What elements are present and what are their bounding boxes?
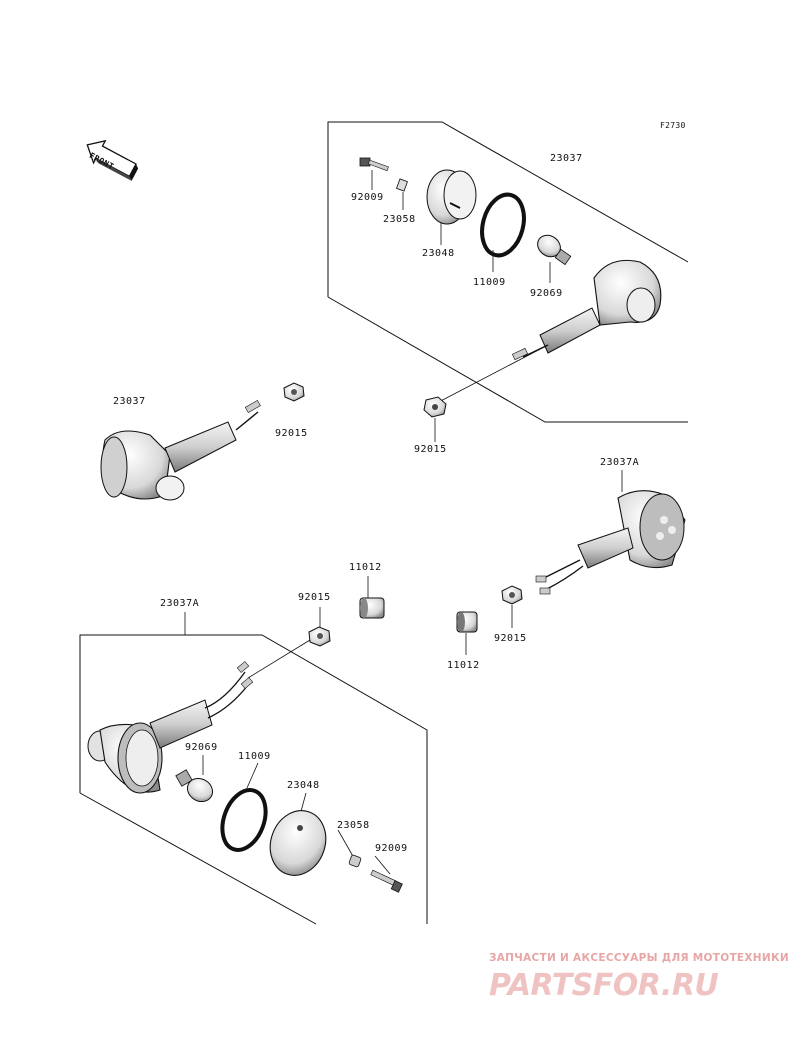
watermark-tagline: ЗАПЧАСТИ И АКСЕССУАРЫ ДЛЯ МОТОТЕХНИКИ (489, 952, 789, 964)
label-92015-mid: 92015 (414, 444, 447, 455)
label-92015-center: 92015 (298, 592, 331, 603)
center-spacer-11012 (359, 597, 385, 619)
bottom-lens-cap-23048 (269, 810, 327, 876)
label-92009-top: 92009 (351, 192, 384, 203)
top-washer-23058 (396, 178, 408, 192)
bottom-bulb-92069 (175, 769, 214, 803)
left-nut-92015 (283, 382, 305, 402)
watermark-logo: PARTSFOR.RU (489, 968, 719, 1003)
label-11009-top: 11009 (473, 277, 506, 288)
label-23048-top: 23048 (422, 248, 455, 259)
top-gasket-11009 (480, 192, 526, 258)
label-23037-top: 23037 (550, 153, 583, 164)
diagram-code: F2730 (660, 121, 686, 130)
bottom-signal-housing-23037A (87, 661, 254, 794)
label-92015-right: 92015 (494, 633, 527, 644)
label-23058-top: 23058 (383, 214, 416, 225)
label-11012-mid: 11012 (349, 562, 382, 573)
label-92015-left: 92015 (275, 428, 308, 439)
bottom-screw-92009 (370, 869, 403, 893)
label-92069-top: 92069 (530, 288, 563, 299)
bottom-box-border (79, 634, 428, 925)
label-92009-bottom: 92009 (375, 843, 408, 854)
label-11012-right: 11012 (447, 660, 480, 671)
top-signal-housing-23037 (511, 259, 662, 361)
label-23037A-left: 23037A (160, 598, 200, 609)
label-11009-bottom: 11009 (238, 751, 271, 762)
center-nut-92015 (308, 626, 331, 647)
top-box-border (327, 121, 689, 423)
label-23037A-right: 23037A (600, 457, 640, 468)
top-screw-92009 (359, 157, 389, 172)
top-lens-cap-23048 (426, 169, 477, 225)
label-92069-bottom: 92069 (185, 742, 218, 753)
label-23048-bottom: 23048 (287, 780, 320, 791)
leader-lines (184, 170, 623, 875)
top-bulb-92069 (537, 234, 572, 266)
left-signal-housing-23037 (100, 399, 261, 501)
front-arrow-icon (86, 139, 139, 181)
right-nut-92015 (501, 585, 523, 605)
label-23037-left: 23037 (113, 396, 146, 407)
top-nut-92015 (423, 396, 447, 418)
bottom-washer-23058 (348, 854, 362, 868)
right-signal-housing-23037A (535, 490, 686, 595)
right-spacer-11012 (456, 611, 478, 633)
bottom-gasket-11009 (220, 788, 268, 852)
label-23058-bottom: 23058 (337, 820, 370, 831)
